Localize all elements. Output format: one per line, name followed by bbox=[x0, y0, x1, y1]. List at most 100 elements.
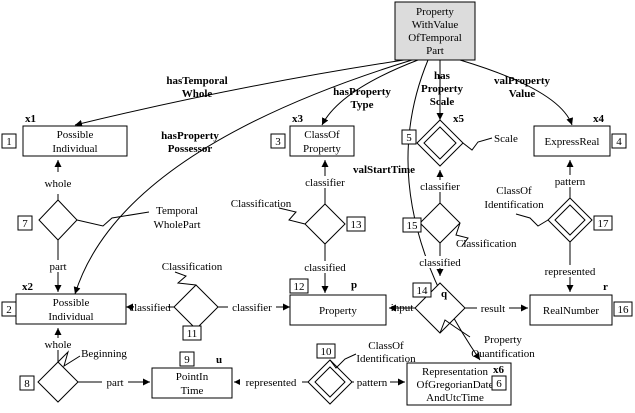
label-class-of-identification-2: ClassOf bbox=[368, 340, 404, 352]
relationship-diamond-7[interactable] bbox=[38, 199, 78, 241]
label-has-property-type: hasProperty bbox=[333, 86, 391, 98]
relationship-diamond-13[interactable] bbox=[304, 203, 346, 245]
number-box-2 bbox=[1, 301, 17, 317]
label-represented-2: represented bbox=[246, 377, 297, 389]
label-classified-3: classified bbox=[419, 257, 461, 269]
variable-u: u bbox=[216, 354, 222, 366]
node-label-line: OfTemporal bbox=[408, 32, 462, 44]
edge-val-property-value bbox=[459, 59, 574, 126]
node-label-line: Individual bbox=[48, 311, 93, 323]
relationship-diamond-8[interactable] bbox=[37, 361, 79, 403]
node-label-line: OfGregorianDate bbox=[417, 379, 494, 391]
link-classification-2 bbox=[174, 271, 197, 286]
node-possible-individual-1[interactable]: Possible Individual bbox=[22, 125, 128, 157]
node-property[interactable]: Property bbox=[289, 294, 387, 326]
label-whole-1: whole bbox=[45, 178, 72, 190]
edge-has-property-type bbox=[321, 59, 419, 126]
link-beginning bbox=[57, 350, 81, 368]
variable-r: r bbox=[603, 281, 608, 293]
label-bg bbox=[354, 376, 390, 388]
number-box-3 bbox=[270, 133, 286, 149]
node-representation-of-gregorian-date-and-utc-time[interactable]: Representation OfGregorianDate AndUtcTim… bbox=[406, 362, 512, 406]
number-box-17 bbox=[593, 215, 613, 231]
label-classifier-3: classifier bbox=[420, 181, 460, 193]
number-box-7 bbox=[17, 215, 33, 231]
label-property-quantification: Property bbox=[484, 334, 522, 346]
label-bg bbox=[102, 376, 128, 388]
label-scale: Scale bbox=[494, 133, 518, 145]
number-box-13 bbox=[346, 216, 366, 232]
number-8: 8 bbox=[24, 378, 30, 390]
number-13: 13 bbox=[351, 219, 363, 231]
label-class-of-identification-2: Identification bbox=[356, 353, 416, 365]
variable-x5: x5 bbox=[453, 113, 465, 125]
label-bg bbox=[552, 175, 588, 187]
number-box-8 bbox=[19, 375, 35, 391]
number-box-12 bbox=[289, 278, 309, 294]
label-pattern-2: pattern bbox=[357, 377, 388, 389]
number-11: 11 bbox=[187, 328, 198, 340]
label-pattern-1: pattern bbox=[555, 176, 586, 188]
number-box-9 bbox=[179, 351, 195, 367]
link-scale bbox=[462, 137, 493, 151]
node-label-line: AndUtcTime bbox=[426, 392, 484, 404]
label-bg bbox=[477, 302, 509, 314]
relationship-diamond-15[interactable] bbox=[419, 202, 461, 244]
label-class-of-identification-1: ClassOf bbox=[496, 185, 532, 197]
label-val-start-time: valStartTime bbox=[353, 164, 415, 176]
number-17: 17 bbox=[598, 218, 610, 230]
number-box-14 bbox=[412, 282, 432, 298]
link-classification-3 bbox=[455, 222, 469, 247]
label-input: input bbox=[391, 302, 414, 314]
label-temporal-whole-part: Temporal bbox=[156, 205, 198, 217]
number-box-5 bbox=[401, 129, 417, 145]
node-label-line: Property bbox=[319, 305, 357, 317]
node-express-real[interactable]: ExpressReal bbox=[533, 125, 611, 157]
edge-has-property-possessor bbox=[73, 59, 413, 295]
number-box-6 bbox=[491, 375, 507, 391]
label-has-property-type: Type bbox=[350, 99, 373, 111]
node-label-line: WithValue bbox=[412, 19, 459, 31]
link-class-of-identification-1 bbox=[515, 213, 549, 227]
node-label-line: PointIn bbox=[176, 371, 209, 383]
label-property-quantification: Quantification bbox=[471, 348, 535, 360]
node-point-in-time[interactable]: PointIn Time bbox=[151, 367, 233, 399]
node-property-with-value-of-temporal-part[interactable]: Property WithValue OfTemporal Part bbox=[394, 1, 476, 61]
variable-x6: x6 bbox=[493, 364, 505, 376]
label-bg bbox=[134, 301, 168, 313]
number-box-4 bbox=[611, 133, 627, 149]
node-label-line: Individual bbox=[52, 143, 97, 155]
node-class-of-property[interactable]: ClassOf Property bbox=[289, 125, 355, 157]
label-bg bbox=[417, 180, 463, 192]
label-has-property-scale: Scale bbox=[430, 96, 455, 108]
link-classification-1 bbox=[278, 207, 306, 225]
label-has-temporal-whole: hasTemporal bbox=[166, 75, 227, 87]
label-bg bbox=[302, 261, 348, 273]
link-class-of-identification-2 bbox=[329, 353, 357, 369]
node-possible-individual-2[interactable]: Possible Individual bbox=[15, 293, 127, 325]
number-9: 9 bbox=[184, 354, 190, 366]
label-part-2: part bbox=[106, 377, 123, 389]
label-class-of-identification-1: Identification bbox=[484, 199, 544, 211]
relationship-diamond-10-inner bbox=[314, 366, 346, 398]
node-label-line: RealNumber bbox=[543, 305, 600, 317]
label-has-property-possessor: hasProperty bbox=[161, 130, 219, 142]
label-bg bbox=[228, 301, 276, 313]
variable-q: q bbox=[441, 288, 448, 300]
node-real-number[interactable]: RealNumber bbox=[529, 294, 613, 326]
label-val-property-value: Value bbox=[509, 88, 536, 100]
label-has-property-possessor: Possessor bbox=[168, 143, 213, 155]
node-label-line: Property bbox=[416, 6, 454, 18]
label-bg bbox=[44, 260, 72, 272]
label-bg bbox=[40, 338, 76, 350]
number-box-10 bbox=[316, 343, 336, 359]
node-label-line: Property bbox=[303, 143, 341, 155]
label-bg bbox=[538, 265, 602, 277]
relationship-diamond-11[interactable] bbox=[173, 284, 219, 330]
number-box-15 bbox=[402, 217, 422, 233]
number-7: 7 bbox=[22, 218, 28, 230]
relationship-diamond-17-inner bbox=[554, 204, 586, 236]
label-classifier-2: classifier bbox=[232, 302, 272, 314]
